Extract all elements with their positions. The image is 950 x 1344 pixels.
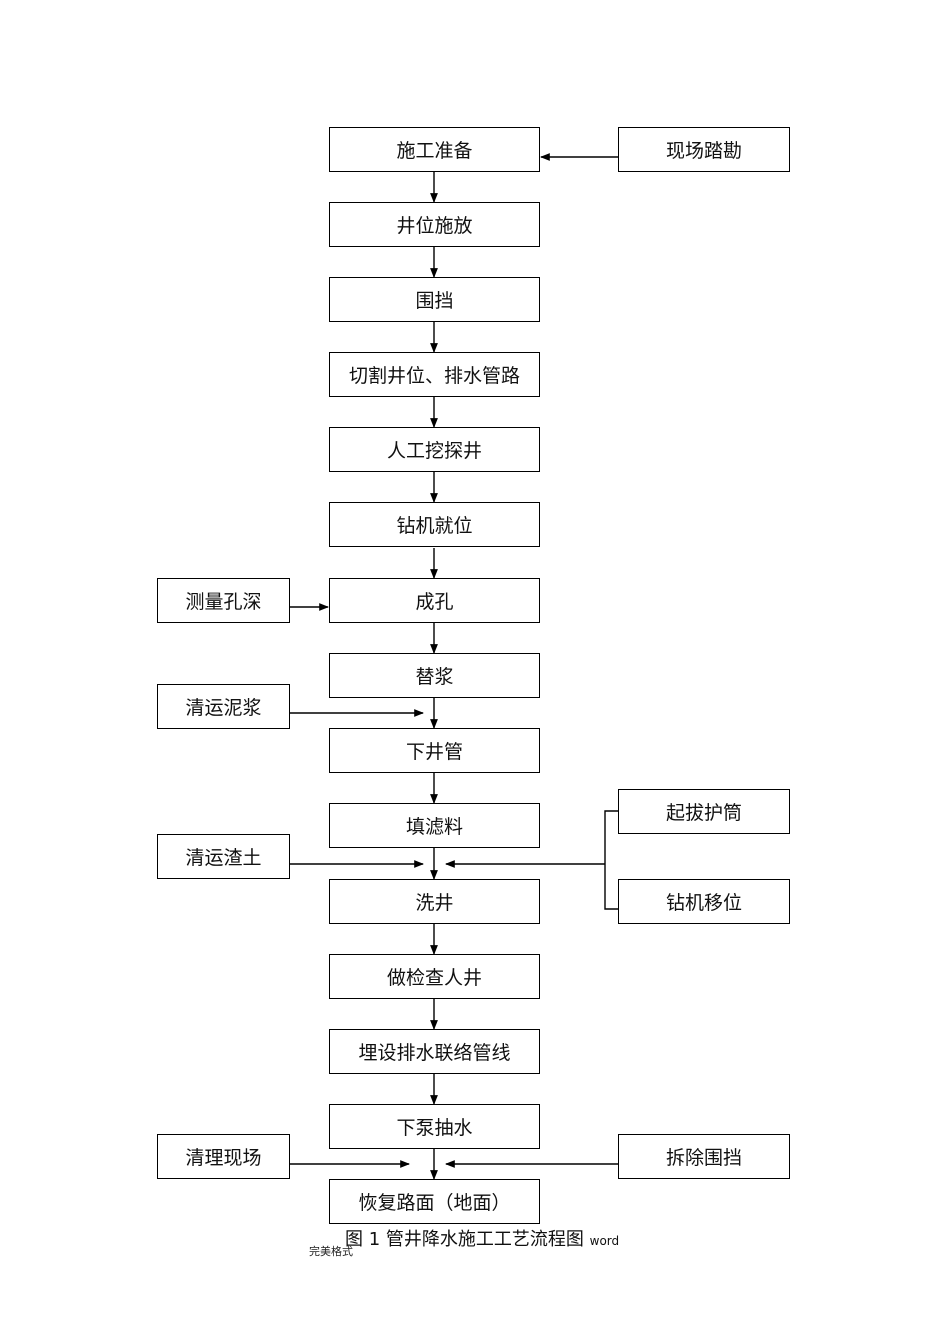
step-inspection-well: 做检查人井: [329, 954, 540, 999]
side-site-survey: 现场踏勘: [618, 127, 790, 172]
step-lower-casing: 下井管: [329, 728, 540, 773]
side-move-rig: 钻机移位: [618, 879, 790, 924]
step-construction-prep: 施工准备: [329, 127, 540, 172]
step-drill-hole: 成孔: [329, 578, 540, 623]
side-measure-depth: 测量孔深: [157, 578, 290, 623]
step-fill-filter: 填滤料: [329, 803, 540, 848]
step-slurry-replace: 替浆: [329, 653, 540, 698]
step-manual-test-pit: 人工挖探井: [329, 427, 540, 472]
step-wash-well: 洗井: [329, 879, 540, 924]
step-bury-drain-line: 埋设排水联络管线: [329, 1029, 540, 1074]
side-remove-barrier: 拆除围挡: [618, 1134, 790, 1179]
step-rig-in-place: 钻机就位: [329, 502, 540, 547]
figure-caption: 图 1 管井降水施工工艺流程图 word: [345, 1225, 619, 1251]
caption-suffix: word: [589, 1234, 620, 1248]
caption-text: 图 1 管井降水施工工艺流程图: [345, 1229, 584, 1250]
side-pull-casing: 起拔护筒: [618, 789, 790, 834]
side-clear-soil: 清运渣土: [157, 834, 290, 879]
step-cut-well-drain: 切割井位、排水管路: [329, 352, 540, 397]
step-well-positioning: 井位施放: [329, 202, 540, 247]
page-footer: 完美格式: [309, 1245, 353, 1258]
step-restore-road: 恢复路面（地面）: [329, 1179, 540, 1224]
step-pump-water: 下泵抽水: [329, 1104, 540, 1149]
step-enclosure: 围挡: [329, 277, 540, 322]
side-clean-site: 清理现场: [157, 1134, 290, 1179]
side-clear-mud: 清运泥浆: [157, 684, 290, 729]
bracket-right-group: [604, 810, 618, 910]
